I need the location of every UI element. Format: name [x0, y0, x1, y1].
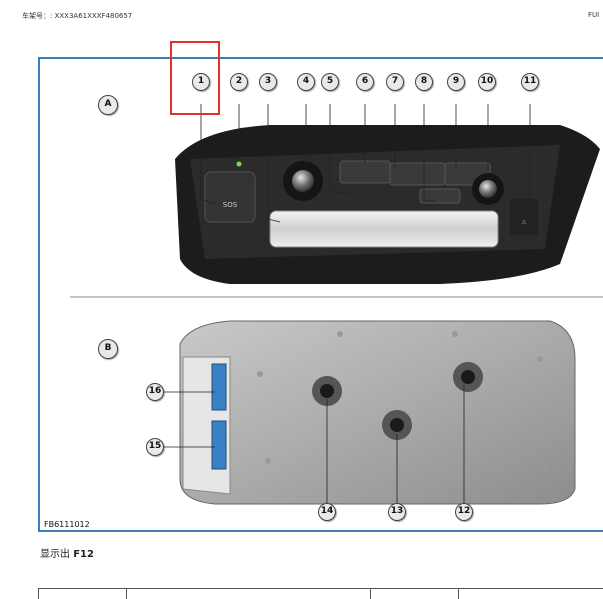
sos-text: SOS	[223, 201, 238, 209]
callout-13: 13	[388, 503, 406, 521]
connector-16	[211, 363, 227, 411]
callout-1: 1	[192, 73, 210, 91]
figure-code: FB6111012	[44, 520, 90, 529]
panel-a-label: A	[98, 95, 118, 115]
overhead-console-illustration: SOS ⚠	[70, 104, 603, 505]
figure-caption: 显示出 F12	[40, 545, 94, 560]
leader-lines-b	[164, 385, 465, 504]
caption-ref: F12	[73, 549, 94, 560]
header-right-text: FUI	[588, 11, 600, 19]
callout-9: 9	[447, 73, 465, 91]
rivet-points	[257, 331, 548, 472]
callout-10: 10	[478, 73, 496, 91]
figure-frame: SOS ⚠	[38, 57, 603, 532]
callout-6: 6	[356, 73, 374, 91]
panel-b-label: B	[98, 339, 118, 359]
table-header-edge	[38, 588, 603, 599]
callout-1-highlight-box	[170, 41, 220, 115]
left-knob	[292, 170, 314, 192]
status-led	[236, 161, 242, 167]
reading-lamp-lens	[269, 210, 499, 248]
callout-11: 11	[521, 73, 539, 91]
vin-header: 车架号：: XXX3A61XXXF480657	[22, 12, 133, 20]
connector-15	[211, 420, 227, 470]
airbag-indicator	[510, 199, 538, 235]
callout-3: 3	[259, 73, 277, 91]
callout-14: 14	[318, 503, 336, 521]
caption-prefix: 显示出	[40, 549, 70, 560]
button-7	[389, 162, 446, 186]
console-housing-back	[179, 320, 576, 505]
callout-8: 8	[415, 73, 433, 91]
callout-16: 16	[146, 383, 164, 401]
callout-12: 12	[455, 503, 473, 521]
callout-7: 7	[386, 73, 404, 91]
svg-text:⚠: ⚠	[521, 219, 527, 226]
button-8	[419, 188, 461, 204]
leader-lines-a	[200, 104, 531, 223]
right-knob	[479, 180, 497, 198]
callout-15: 15	[146, 438, 164, 456]
button-6	[339, 160, 391, 184]
callout-5: 5	[321, 73, 339, 91]
callout-2: 2	[230, 73, 248, 91]
sos-button	[204, 171, 256, 223]
callout-4: 4	[297, 73, 315, 91]
